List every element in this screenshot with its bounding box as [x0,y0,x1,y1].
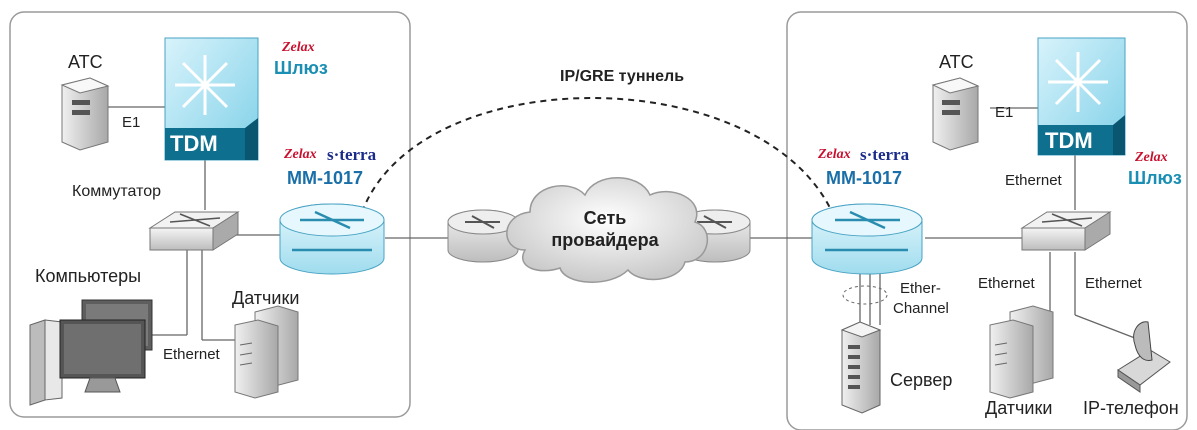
right-ethernet-right-label: Ethernet [1085,275,1142,292]
right-router-model: ММ-1017 [826,168,903,188]
server [840,321,882,414]
left-switch-label: Коммутатор [72,183,162,200]
right-pbx [931,77,980,151]
right-e1-label: E1 [995,104,1014,121]
left-router-zelax-logo: Zelax [284,147,317,162]
left-router-model: ММ-1017 [287,168,364,188]
left-e1-label: E1 [122,114,141,131]
left-sensors-label: Датчики [232,288,300,308]
left-router-brand: s·terra [327,145,377,164]
left-computers-label: Компьютеры [35,266,142,286]
right-ethernet-top-label: Ethernet [1005,172,1062,189]
right-pbx-label: АТС [939,52,974,72]
left-switch [148,211,240,251]
right-sensors-label: Датчики [985,398,1053,418]
server-label: Сервер [890,370,953,390]
right-etherchannel-label-1: Ether- [900,280,941,297]
etherchannel-bundle [842,285,888,305]
provider-cloud [506,177,709,283]
right-site-box [786,11,1188,430]
right-switch [1020,211,1112,251]
tunnel-arc [361,97,833,213]
right-ethernet-left-label: Ethernet [978,275,1035,292]
left-pbx-label: АТС [68,52,103,72]
right-router [811,203,923,275]
left-router [279,203,385,275]
right-gateway-zelax-logo: Zelax [1135,150,1168,165]
left-gateway-zelax-logo: Zelax [282,40,315,55]
ip-phone [1117,321,1171,393]
right-etherchannel-label-2: Channel [893,300,949,317]
left-computers [29,299,153,406]
cloud-label-2: провайдера [551,230,659,250]
right-tdm-label: TDM [1045,128,1093,153]
left-gateway [164,37,259,161]
left-site-box [9,11,411,418]
right-router-zelax-logo: Zelax [818,147,851,162]
left-sensors [234,305,299,399]
right-gateway [1037,37,1126,156]
links [108,106,1141,341]
ip-phone-label: IP-телефон [1083,398,1179,418]
right-router-brand: s·terra [860,145,910,164]
provider-router-left [447,209,519,263]
left-tdm-label: TDM [170,131,218,156]
right-gateway-label: Шлюз [1128,168,1182,188]
tunnel-label: IP/GRE туннель [560,68,685,85]
right-sensors [989,305,1054,399]
left-pbx [60,77,110,151]
left-ethernet-label: Ethernet [163,346,220,363]
left-gateway-label: Шлюз [274,58,328,78]
cloud-label-1: Сеть [583,208,627,228]
